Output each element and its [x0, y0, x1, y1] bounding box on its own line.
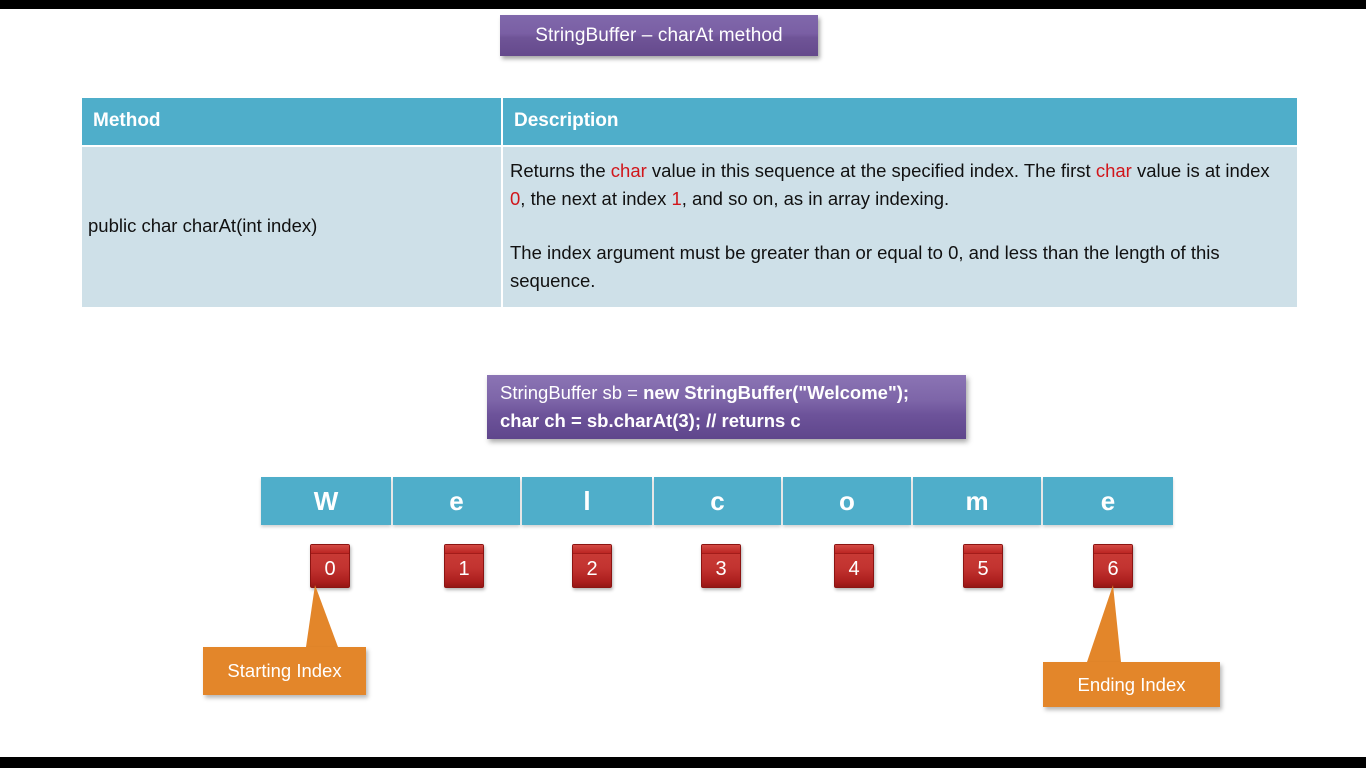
column-header-description: Description — [501, 96, 1299, 147]
description-paragraph-2: The index argument must be greater than … — [510, 239, 1283, 295]
string-char-label: e — [449, 485, 464, 516]
string-char-label: W — [313, 485, 339, 516]
cell-method-description: Returns the char value in this sequence … — [501, 145, 1299, 309]
index-marker-box: 1 — [444, 544, 484, 588]
index-marker-label: 0 — [324, 557, 336, 580]
index-marker-label: 1 — [458, 557, 470, 580]
callout-starting-index-body: Starting Index — [203, 647, 366, 695]
description-text: , and so on, as in array indexing. — [681, 188, 950, 209]
index-marker-label: 3 — [715, 557, 727, 580]
callout-ending-index-body: Ending Index — [1043, 662, 1220, 707]
index-marker-box: 0 — [310, 544, 350, 588]
slide-title-banner: StringBuffer – charAt method — [500, 15, 818, 56]
string-char-label: o — [839, 485, 855, 516]
cell-method-signature: public char charAt(int index) — [80, 145, 503, 309]
page-title: StringBuffer – charAt method — [535, 24, 783, 46]
code-line-1: StringBuffer sb = new StringBuffer("Welc… — [500, 379, 966, 407]
string-char-cell: c — [654, 477, 781, 525]
callout-starting-index-label: Starting Index — [227, 660, 342, 681]
column-header-method: Method — [80, 96, 503, 147]
method-signature-text: public char charAt(int index) — [88, 215, 318, 236]
callout-starting-index-pointer — [306, 585, 338, 647]
method-table: Method Description public char charAt(in… — [80, 96, 1299, 309]
description-text: value is at index — [1131, 160, 1270, 181]
description-text: value in this sequence at the specified … — [646, 160, 1096, 181]
string-char-cell: e — [393, 477, 520, 525]
table-header-row: Method Description — [80, 96, 1299, 147]
index-marker-label: 6 — [1107, 557, 1119, 580]
letterbox-top — [0, 0, 1366, 9]
callout-ending-index: Ending Index — [1043, 585, 1228, 710]
string-char-label: e — [1100, 485, 1116, 516]
letterbox-bottom — [0, 757, 1366, 768]
code-line-1-lead: StringBuffer sb = — [500, 382, 644, 403]
code-example-box: StringBuffer sb = new StringBuffer("Welc… — [487, 375, 966, 439]
code-line-1-bold: new StringBuffer("Welcome"); — [643, 382, 910, 403]
string-char-cell: e — [1043, 477, 1173, 525]
index-marker-label: 2 — [586, 557, 598, 580]
description-keyword: char — [610, 160, 647, 181]
code-line-2: char ch = sb.charAt(3); // returns c — [500, 407, 966, 435]
description-text: The index argument must be greater than … — [510, 242, 1220, 291]
description-keyword: char — [1095, 160, 1132, 181]
index-marker-box: 2 — [572, 544, 612, 588]
index-marker-label: 5 — [977, 557, 989, 580]
callout-ending-index-label: Ending Index — [1077, 673, 1186, 695]
description-text: , the next at index — [520, 188, 672, 209]
string-char-label: l — [583, 485, 591, 516]
index-marker-box: 6 — [1093, 544, 1133, 588]
description-keyword: 0 — [510, 188, 521, 209]
callout-starting-index: Starting Index — [203, 585, 378, 710]
string-char-cell: m — [913, 477, 1041, 525]
description-keyword: 1 — [671, 188, 682, 209]
string-char-label: m — [965, 485, 989, 516]
callout-ending-index-pointer — [1087, 585, 1121, 662]
index-marker-box: 5 — [963, 544, 1003, 588]
string-char-cell: l — [522, 477, 652, 525]
string-char-cell: o — [783, 477, 911, 525]
description-paragraph-spacer — [510, 213, 1283, 239]
description-text: Returns the — [510, 160, 611, 181]
index-marker-box: 3 — [701, 544, 741, 588]
description-paragraph-1: Returns the char value in this sequence … — [510, 157, 1283, 213]
string-char-label: c — [710, 485, 725, 516]
index-marker-box: 4 — [834, 544, 874, 588]
code-line-2-text: char ch = sb.charAt(3); // returns c — [500, 410, 801, 431]
string-char-cell: W — [261, 477, 391, 525]
index-marker-label: 4 — [848, 557, 860, 580]
table-row: public char charAt(int index) Returns th… — [80, 145, 1299, 309]
